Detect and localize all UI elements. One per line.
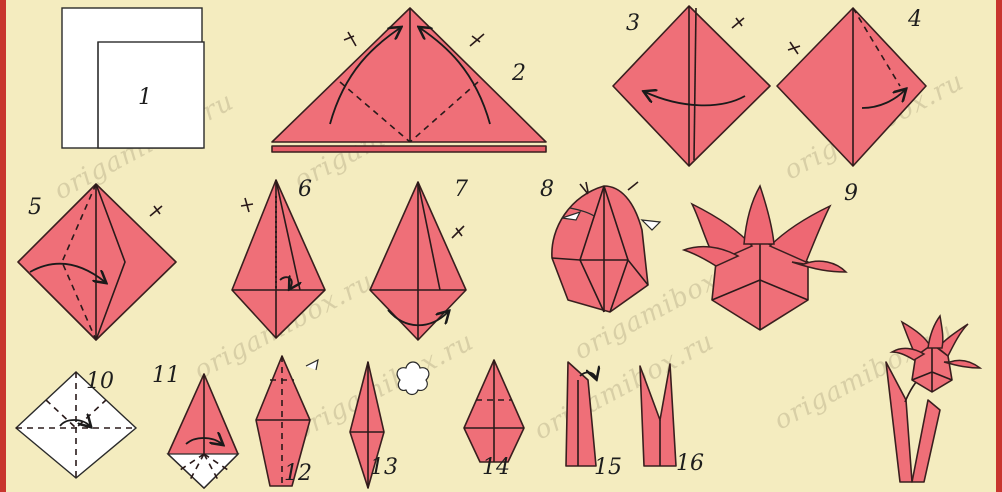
step-label-9: 9 [844, 181, 858, 206]
step-15-figure [566, 362, 596, 466]
step-label-7: 7 [454, 177, 468, 202]
step-7-figure [370, 182, 466, 340]
watermark: origamibox.ru [289, 326, 479, 446]
step-2-figure [272, 8, 546, 152]
step-label-14: 14 [482, 455, 510, 480]
step-label-1: 1 [138, 85, 152, 110]
step-label-3: 3 [626, 11, 640, 36]
step-label-11: 11 [152, 363, 180, 388]
step-label-10: 10 [86, 369, 114, 394]
step-9-figure [684, 186, 846, 330]
step-8-figure [552, 182, 660, 312]
step-14-figure [464, 360, 524, 462]
step-label-2: 2 [511, 61, 526, 86]
step-label-5: 5 [28, 195, 42, 220]
step-1-figure [62, 8, 204, 148]
step-label-13: 13 [370, 455, 398, 480]
step-label-8: 8 [540, 177, 554, 202]
step-4-figure [777, 8, 926, 166]
step-label-16: 16 [676, 451, 704, 476]
step-10-figure [16, 372, 136, 478]
step-label-4: 4 [907, 7, 922, 32]
step-label-12: 12 [284, 461, 312, 486]
step-11-figure [168, 374, 238, 488]
step-label-15: 15 [594, 455, 622, 480]
step-label-6: 6 [298, 177, 312, 202]
